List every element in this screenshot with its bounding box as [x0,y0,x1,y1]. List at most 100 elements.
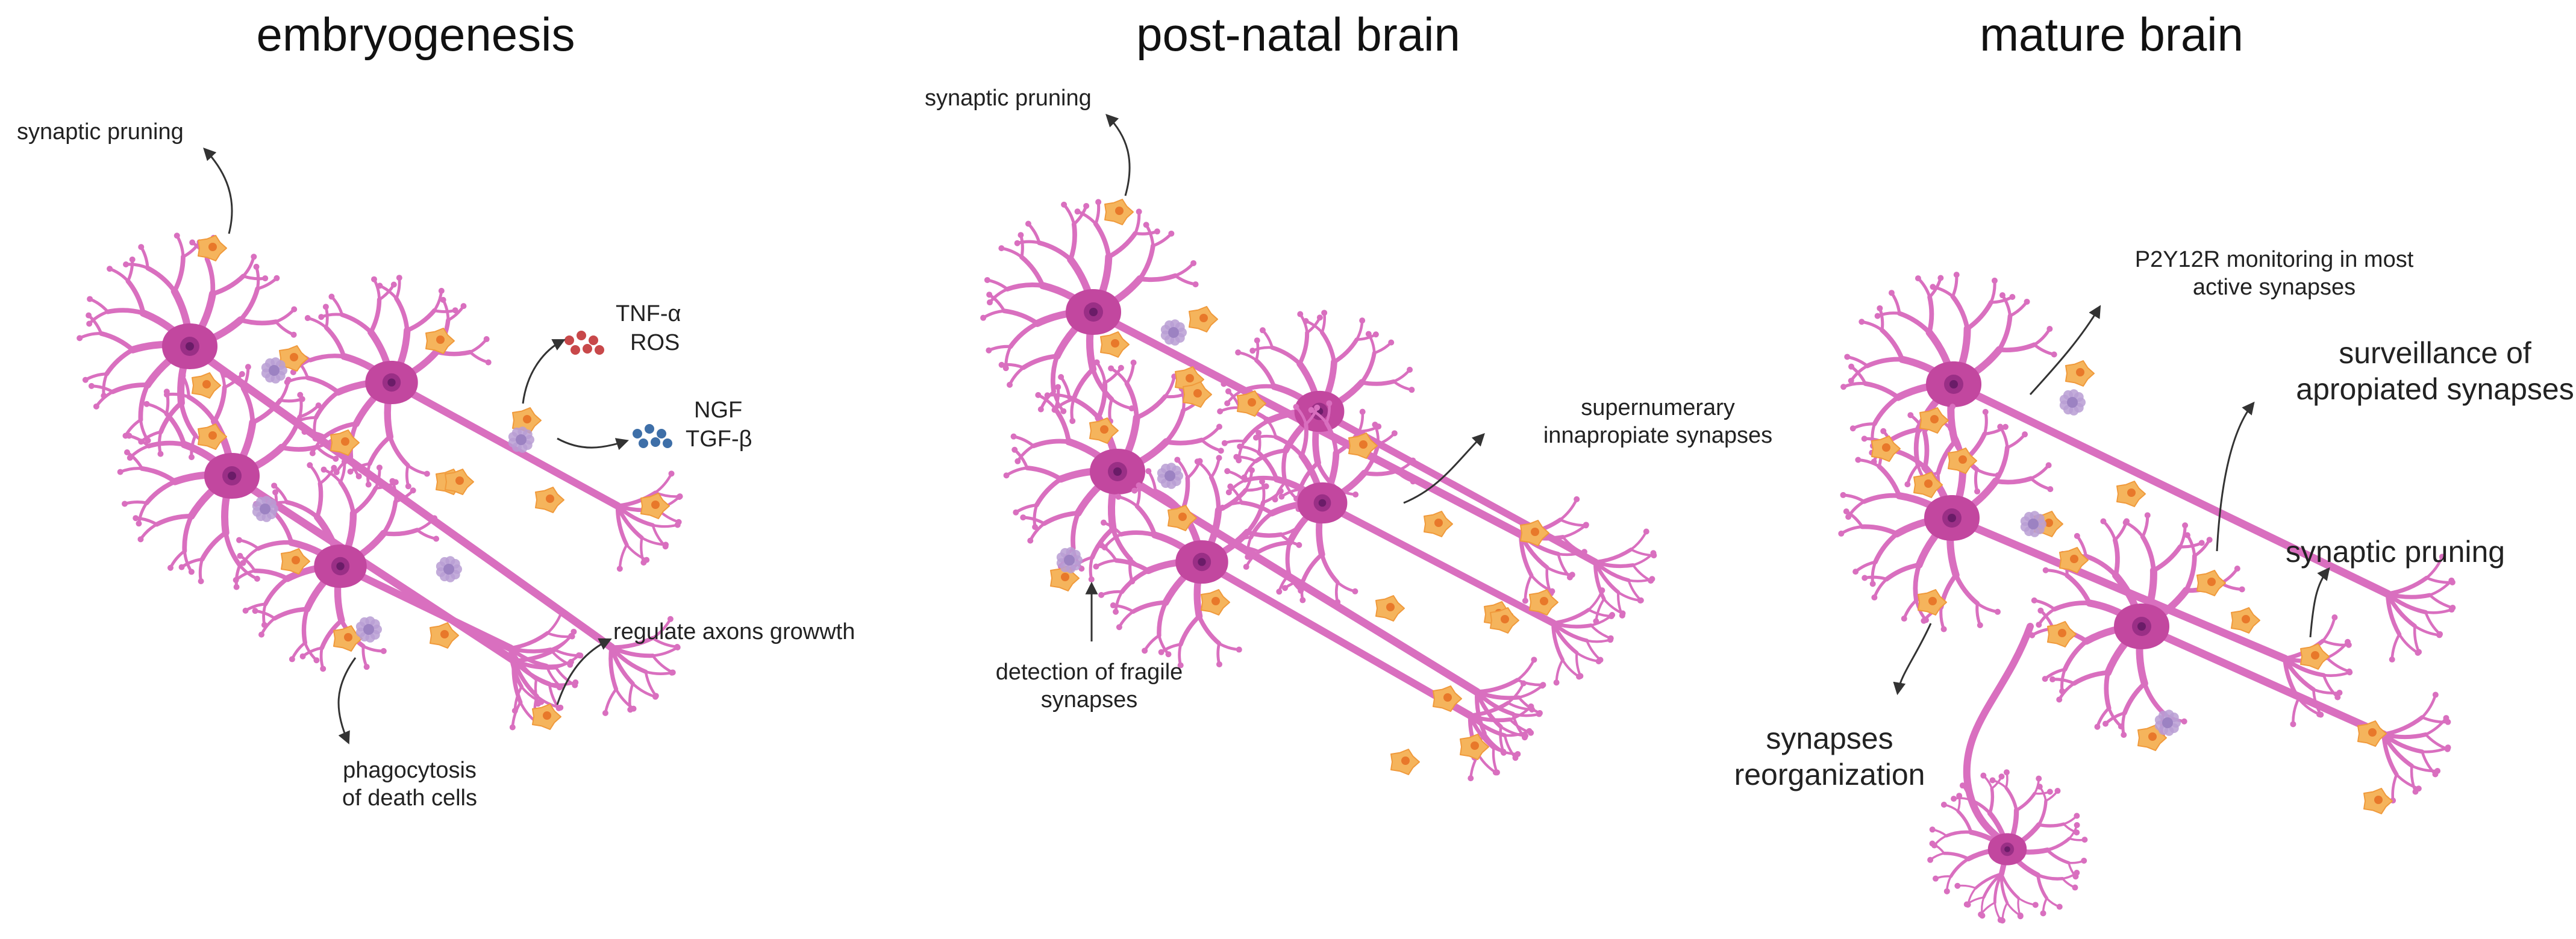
arrow-icon [1893,623,1932,696]
microglia-icon [1919,407,1949,434]
microglia-icon [2047,621,2077,647]
label-supernumerary: supernumerary [1581,395,1735,420]
engulfed-particle-icon [2154,710,2181,736]
label-tgf: TGF-β [686,426,752,452]
microglia-icon [1433,685,1462,712]
microglia-icon [532,703,561,730]
engulfed-particle-icon [1056,547,1083,573]
engulfed-particle-icon [1157,463,1183,489]
label-p2y12r-monitoring: P2Y12R monitoring in most [2134,247,2414,272]
microglia-icon [2196,570,2226,596]
panel-title: embryogenesis [256,8,575,61]
panel-title: mature brain [1980,8,2243,61]
arrow-icon [337,657,357,744]
neurons-group [77,199,2456,924]
microglia-icon [198,423,227,450]
microglia-icon [2065,360,2095,387]
microglia-icon [1237,390,1266,417]
label-synaptic-pruning: synaptic pruning [17,119,184,145]
microglia-icon [430,622,459,649]
label-synapses-reorg-1: synapses [1766,722,1893,755]
engulfed-particle-icon [252,496,278,522]
microglia-icon [1918,589,1947,616]
neuron-icon [2029,512,2451,804]
label-synapses-reorg-2: reorganization [1734,758,1925,791]
engulfed-particle-icon [508,426,534,453]
microglia-icon [1189,306,1218,332]
label-active-synapses: active synapses [2192,275,2356,300]
arrow-icon [2029,305,2101,396]
microglia-icon [2116,481,2146,507]
microglia-group [192,199,2393,814]
neuron-icon [1963,623,2034,847]
neuron-icon [1093,455,1536,782]
label-ros: ROS [630,330,680,355]
arrow-icon [1105,113,1131,196]
label-synaptic-pruning: synaptic pruning [2286,535,2506,569]
microglia-icon [330,429,360,456]
arrow-icon [2309,567,2330,638]
label-apropiated-synapses: apropiated synapses [2296,372,2574,406]
label-ngf: NGF [694,398,743,423]
engulfed-particle-icon [436,556,462,582]
microglia-icon [1871,435,1901,462]
microglia-icon [640,493,670,519]
microglia-icon [445,469,474,495]
label-surveillance: surveillance of [2339,336,2531,370]
microglia-icon [512,407,542,434]
label-innapropiate-synapses: innapropiate synapses [1543,423,1773,448]
neuron-icon [284,275,683,572]
microglia-icon [1168,505,1197,531]
label-phagocytosis: phagocytosis [343,758,477,783]
neuron-icon [77,232,681,716]
engulfed-particle-icon [1160,319,1187,346]
microglia-icon [279,345,308,372]
microglia-icon [2300,643,2330,670]
microglia-icon [1100,331,1130,358]
microglia-icon [2059,547,2089,573]
engulfed-particle-icon [355,616,382,643]
microglia-icon [1201,589,1230,616]
microglia-icon [1948,448,1977,474]
arrows-group [203,113,2330,744]
microglia-icon [1390,749,1420,775]
arrow-icon [203,147,233,234]
microglia-icon [1913,472,1943,498]
cytokine-dots-icon [564,331,604,355]
arrow-icon [522,339,566,404]
microglia-icon [1529,589,1558,616]
microglia-icon [281,548,310,575]
microglia-icon [1490,607,1519,634]
microglia-icon [1104,199,1134,225]
neuron-icon [1927,769,2088,924]
arrow-icon [2216,401,2255,552]
microglia-icon [2363,788,2393,814]
microglia-icon [2357,720,2387,747]
microglia-icon [425,328,455,354]
panel-title: post-natal brain [1136,8,1460,61]
microglia-icon [1375,595,1405,622]
growth-factor-dots-icon [633,424,672,448]
arrow-icon [556,638,612,705]
microglia-icon [1348,432,1378,459]
microglia-icon [192,372,221,399]
label-synaptic-pruning: synaptic pruning [925,86,1092,111]
microglia-icon [2231,607,2260,634]
engulfed-particle-icon [261,357,287,384]
engulfed-particle-icon [2059,389,2086,416]
label-tnf: TNF-α [616,301,681,326]
microglia-icon [1089,417,1119,444]
label-synapses: synapses [1040,687,1138,713]
label-detection-fragile: detection of fragile [995,660,1183,685]
label-regulate-axons: regulate axons growwth [613,619,855,644]
microglia-icon [1183,381,1212,408]
arrow-icon [1403,432,1485,504]
microglia-icon [1520,520,1549,546]
microglia-icon [1424,511,1453,537]
arrow-icon [557,437,629,451]
microglia-icon [333,625,363,652]
microglia-icon [1460,734,1489,760]
microglia-icon [535,487,564,513]
